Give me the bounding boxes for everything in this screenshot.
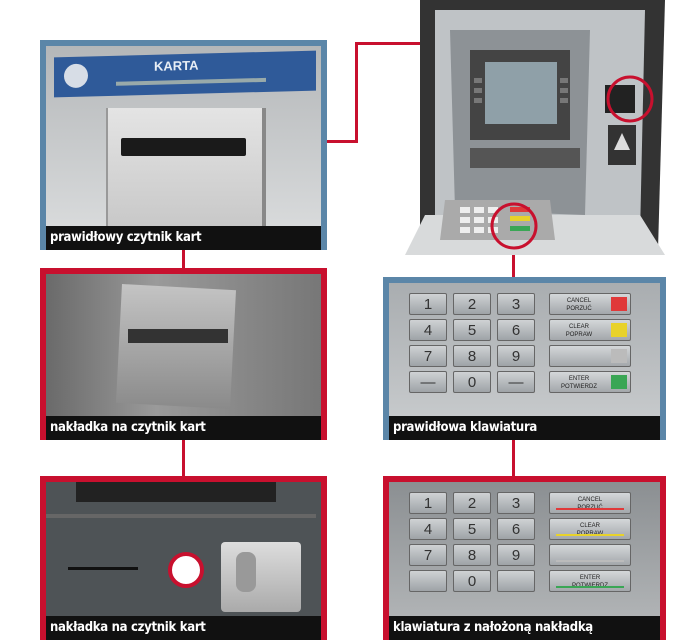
keypad-key[interactable]: 2 — [453, 492, 491, 514]
function-key-color — [611, 349, 627, 363]
function-key-label: CLEAR — [579, 523, 600, 529]
atm-illustration — [405, 0, 665, 255]
keypad-key[interactable]: 0 — [453, 570, 491, 592]
function-key-label: PORZUĆ — [566, 306, 592, 312]
keypad-key[interactable]: — — [409, 371, 447, 393]
function-key-color — [556, 534, 624, 536]
keypad-key[interactable]: 2 — [453, 293, 491, 315]
function-key[interactable]: ENTER POTWIERDZ — [549, 371, 631, 393]
function-key-label: ENTER — [568, 376, 590, 382]
keypad-key[interactable]: 3 — [497, 492, 535, 514]
caption: nakładka na czytnik kart — [46, 616, 321, 640]
function-key-color — [556, 586, 624, 588]
function-key-label: CANCEL — [577, 497, 603, 503]
keypad-key[interactable]: 1 — [409, 293, 447, 315]
keypad-key[interactable]: 5 — [453, 319, 491, 341]
keypad-key[interactable]: 4 — [409, 518, 447, 540]
connector-line — [182, 440, 185, 476]
connector-line — [182, 250, 185, 268]
skimmer-photo — [46, 274, 321, 416]
keypad-key[interactable]: 8 — [453, 544, 491, 566]
keypad-key[interactable]: 4 — [409, 319, 447, 341]
function-key[interactable]: CLEAR POPRAW — [549, 319, 631, 341]
karta-sign: KARTA — [54, 50, 316, 98]
function-key-label: POTWIERDZ — [561, 384, 597, 390]
function-key[interactable] — [549, 345, 631, 367]
card-hand-icon — [64, 63, 88, 89]
panel-card-reader-overlay-2: nakładka na czytnik kart — [40, 476, 327, 640]
function-key-color — [611, 323, 627, 337]
function-key-label: CANCEL — [566, 298, 592, 304]
keypad-key[interactable] — [409, 570, 447, 592]
keypad-key[interactable]: 3 — [497, 293, 535, 315]
function-key-color — [611, 375, 627, 389]
caption: prawidłowy czytnik kart — [46, 226, 321, 250]
connector-line — [512, 440, 515, 476]
keypad-key[interactable]: 7 — [409, 544, 447, 566]
function-key-color — [611, 297, 627, 311]
keypad-key[interactable]: — — [497, 371, 535, 393]
keypad-key[interactable]: 0 — [453, 371, 491, 393]
keypad-key[interactable]: 8 — [453, 345, 491, 367]
function-key-color — [556, 560, 624, 562]
keypad-key[interactable]: 6 — [497, 518, 535, 540]
keypad-key[interactable]: 5 — [453, 518, 491, 540]
skimmer-photo-2 — [46, 482, 321, 616]
panel-card-reader-overlay: nakładka na czytnik kart — [40, 268, 327, 440]
function-key-label: ENTER — [579, 575, 601, 581]
connector-line — [512, 240, 515, 277]
caption: klawiatura z nałożoną nakładką — [389, 616, 660, 640]
keypad-key[interactable] — [497, 570, 535, 592]
caption: nakładka na czytnik kart — [46, 416, 321, 440]
function-key-color — [556, 508, 624, 510]
karta-label: KARTA — [154, 57, 199, 74]
card-slot-recess — [106, 108, 266, 226]
function-key[interactable]: CANCEL PORZUĆ — [549, 293, 631, 315]
keypad-key[interactable]: 9 — [497, 345, 535, 367]
caption: prawidłowa klawiatura — [389, 416, 660, 440]
keypad-key[interactable]: 6 — [497, 319, 535, 341]
keypad-key[interactable]: 9 — [497, 544, 535, 566]
keypad-key[interactable]: 1 — [409, 492, 447, 514]
keypad-key[interactable]: 7 — [409, 345, 447, 367]
card-reader-photo: KARTA — [46, 46, 321, 226]
function-key[interactable] — [549, 544, 631, 566]
connector-line — [355, 42, 358, 143]
panel-correct-card-reader: KARTA prawidłowy czytnik kart — [40, 40, 327, 250]
connector-line — [327, 140, 357, 143]
card-slot — [121, 138, 246, 156]
camera-sticker-icon — [168, 552, 204, 588]
function-key-label: POPRAW — [565, 332, 593, 338]
function-key-label: CLEAR — [568, 324, 589, 330]
